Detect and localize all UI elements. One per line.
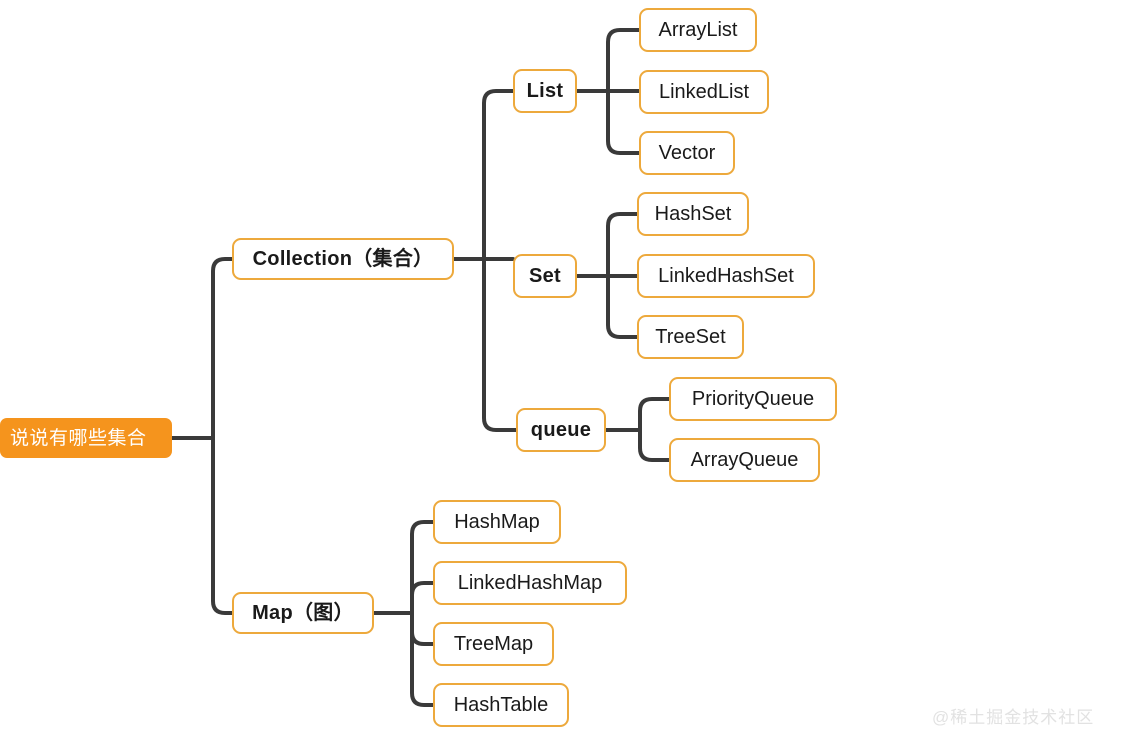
node-vector[interactable]: Vector xyxy=(639,131,735,175)
watermark: @稀土掘金技术社区 xyxy=(932,708,1095,727)
edge-root-to-collection-map xyxy=(170,257,234,615)
node-label-set: Set xyxy=(528,265,562,287)
edge-collection-to-list-set-queue xyxy=(452,89,518,432)
node-treemap[interactable]: TreeMap xyxy=(433,622,554,666)
node-label-arrayqueue: ArrayQueue xyxy=(690,449,799,471)
node-linkedhashmap[interactable]: LinkedHashMap xyxy=(433,561,627,605)
node-label-queue: queue xyxy=(530,419,592,441)
node-queue[interactable]: queue xyxy=(516,408,606,452)
node-collection[interactable]: Collection（集合） xyxy=(232,238,454,280)
node-priorityqueue[interactable]: PriorityQueue xyxy=(669,377,837,421)
edge-list-children xyxy=(575,28,641,155)
node-label-arraylist: ArrayList xyxy=(658,19,738,41)
edge-set-children xyxy=(575,212,639,339)
node-label-hashtable: HashTable xyxy=(453,694,549,716)
node-label-vector: Vector xyxy=(658,142,716,164)
node-label-root: 说说有哪些集合 xyxy=(10,427,147,449)
node-set[interactable]: Set xyxy=(513,254,577,298)
edge-queue-children xyxy=(604,397,671,462)
node-treeset[interactable]: TreeSet xyxy=(637,315,744,359)
node-label-priorityqueue: PriorityQueue xyxy=(691,388,815,410)
edge-map-children xyxy=(372,520,435,707)
node-label-collection: Collection（集合） xyxy=(252,248,434,270)
node-hashset[interactable]: HashSet xyxy=(637,192,749,236)
node-label-map: Map（图） xyxy=(252,602,354,624)
node-label-linkedlist: LinkedList xyxy=(658,81,750,103)
node-label-linkedhashset: LinkedHashSet xyxy=(658,265,794,287)
node-arrayqueue[interactable]: ArrayQueue xyxy=(669,438,820,482)
node-linkedhashset[interactable]: LinkedHashSet xyxy=(637,254,815,298)
node-label-hashmap: HashMap xyxy=(454,511,540,533)
node-label-hashset: HashSet xyxy=(654,203,732,225)
node-arraylist[interactable]: ArrayList xyxy=(639,8,757,52)
node-root[interactable]: 说说有哪些集合 xyxy=(0,418,172,458)
node-label-treeset: TreeSet xyxy=(655,326,726,348)
node-linkedlist[interactable]: LinkedList xyxy=(639,70,769,114)
node-label-treemap: TreeMap xyxy=(453,633,534,655)
node-hashmap[interactable]: HashMap xyxy=(433,500,561,544)
node-hashtable[interactable]: HashTable xyxy=(433,683,569,727)
node-map[interactable]: Map（图） xyxy=(232,592,374,634)
node-label-list: List xyxy=(526,80,564,102)
node-label-linkedhashmap: LinkedHashMap xyxy=(457,572,603,594)
node-list[interactable]: List xyxy=(513,69,577,113)
